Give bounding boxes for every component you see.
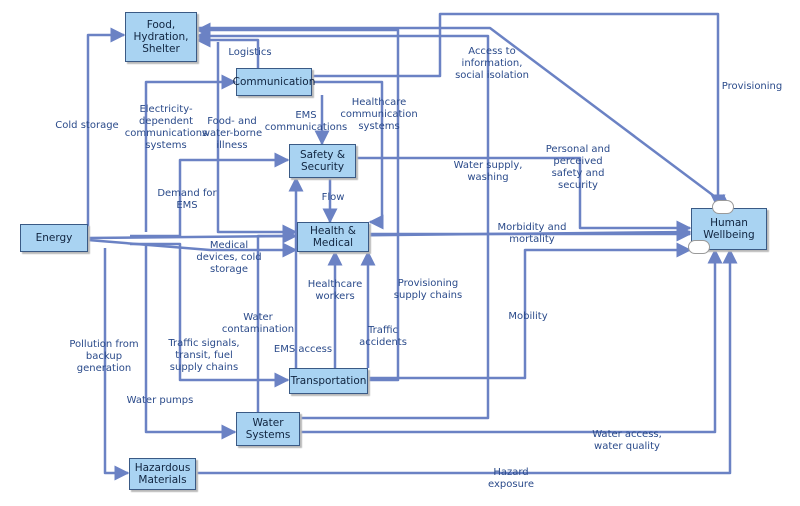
label-logistics: Logistics bbox=[228, 47, 272, 58]
edge-transportation-food bbox=[195, 22, 400, 382]
cloud-icon bbox=[688, 240, 710, 254]
edge-energy-health bbox=[87, 238, 298, 258]
edge-energy-hazardous bbox=[103, 248, 130, 481]
label-ems-access: EMS access bbox=[273, 344, 333, 355]
label-flow: Flow bbox=[321, 192, 345, 203]
edge-hazardous-wellbeing bbox=[196, 248, 738, 475]
edge-energy-communication bbox=[144, 74, 237, 232]
edge-food-health bbox=[216, 42, 298, 240]
edge-food-wellbeing bbox=[197, 26, 732, 209]
edge-safety-wellbeing bbox=[356, 156, 692, 236]
edge-communication-food bbox=[195, 32, 260, 68]
label-water-pumps: Water pumps bbox=[126, 395, 194, 406]
node-food: Food,Hydration,Shelter bbox=[125, 12, 197, 62]
edge-water-food bbox=[195, 28, 490, 420]
label-water-access: Water access,water quality bbox=[592, 429, 662, 452]
label-water-supply: Water supply,washing bbox=[453, 160, 523, 183]
edge-energy-transportation bbox=[130, 242, 290, 388]
node-transportation: Transportation bbox=[289, 368, 368, 394]
node-safety: Safety &Security bbox=[289, 144, 356, 178]
label-mobility: Mobility bbox=[508, 311, 548, 322]
node-communication: Communication bbox=[233, 68, 315, 96]
edge-transportation-wellbeing bbox=[368, 242, 692, 380]
edge-energy-food bbox=[86, 27, 126, 232]
cloud-icon bbox=[712, 200, 734, 214]
edge-energy-safety bbox=[130, 152, 290, 238]
node-health: Health &Medical bbox=[297, 222, 369, 252]
edge-communication-health bbox=[312, 80, 384, 230]
label-cold-storage: Cold storage bbox=[55, 120, 119, 131]
edge-water-health bbox=[256, 228, 298, 412]
edge-energy-water bbox=[144, 246, 237, 440]
label-provisioning: Provisioning bbox=[721, 81, 783, 92]
edge-water-wellbeing bbox=[300, 248, 723, 434]
node-energy: Energy bbox=[20, 224, 88, 252]
